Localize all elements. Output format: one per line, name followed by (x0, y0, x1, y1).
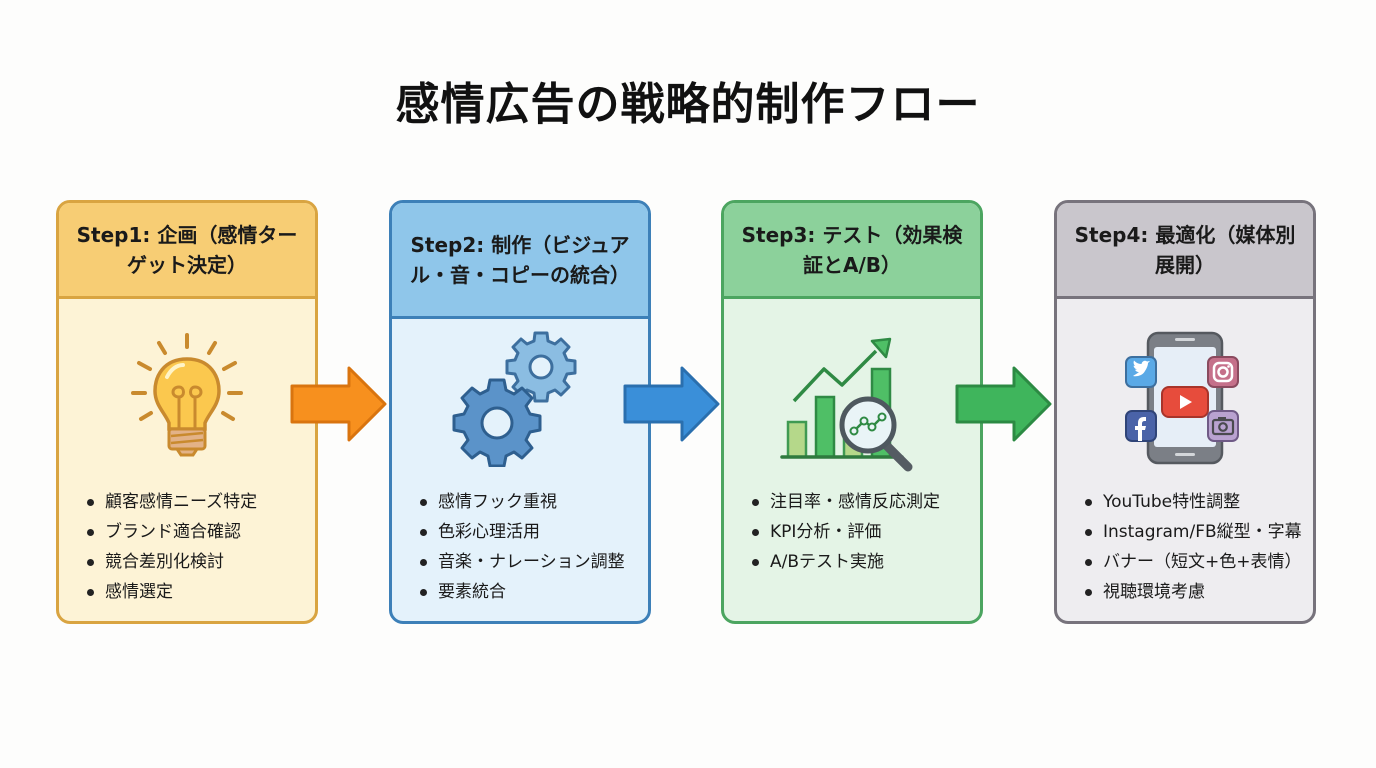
step4-bullets: YouTube特性調整 Instagram/FB縦型・字幕 バナー（短文+色+表… (1083, 487, 1302, 607)
step4-heading: Step4: 最適化（媒体別展開） (1057, 203, 1313, 299)
instagram-icon (1207, 356, 1239, 388)
arrow-right-icon (623, 366, 720, 442)
bullet-item: KPI分析・評価 (750, 517, 940, 547)
step1-card: Step1: 企画（感情ターゲット決定） 顧客感情ニーズ特定 (56, 200, 318, 624)
bullet-item: Instagram/FB縦型・字幕 (1083, 517, 1302, 547)
step4-card: Step4: 最適化（媒体別展開） (1054, 200, 1316, 624)
bullet-item: 感情フック重視 (418, 487, 625, 517)
bullet-item: 感情選定 (85, 577, 257, 607)
step1-heading: Step1: 企画（感情ターゲット決定） (59, 203, 315, 299)
bullet-item: ブランド適合確認 (85, 517, 257, 547)
bullet-item: 視聴環境考慮 (1083, 577, 1302, 607)
lightbulb-icon (59, 331, 315, 459)
step3-card: Step3: テスト（効果検証とA/B） 注目率・感情反応測定 KPI分析・評価… (721, 200, 983, 624)
camera-icon (1207, 410, 1239, 442)
bullet-item: YouTube特性調整 (1083, 487, 1302, 517)
gears-icon (392, 327, 648, 467)
step2-bullets: 感情フック重視 色彩心理活用 音楽・ナレーション調整 要素統合 (418, 487, 625, 607)
page-title: 感情広告の戦略的制作フロー (395, 79, 981, 130)
bullet-item: バナー（短文+色+表情） (1083, 547, 1302, 577)
chart-magnifier-icon (724, 327, 980, 475)
bullet-item: 音楽・ナレーション調整 (418, 547, 625, 577)
step2-card: Step2: 制作（ビジュアル・音・コピーの統合） 感情フック重視 色彩心理活用… (389, 200, 651, 624)
arrow-right-icon (955, 366, 1052, 442)
bullet-item: 要素統合 (418, 577, 625, 607)
twitter-icon (1125, 356, 1157, 388)
bullet-item: 競合差別化検討 (85, 547, 257, 577)
bullet-item: 注目率・感情反応測定 (750, 487, 940, 517)
bullet-item: 顧客感情ニーズ特定 (85, 487, 257, 517)
step1-bullets: 顧客感情ニーズ特定 ブランド適合確認 競合差別化検討 感情選定 (85, 487, 257, 607)
step3-heading: Step3: テスト（効果検証とA/B） (724, 203, 980, 299)
bullet-item: 色彩心理活用 (418, 517, 625, 547)
arrow-right-icon (290, 366, 387, 442)
step2-heading: Step2: 制作（ビジュアル・音・コピーの統合） (392, 203, 648, 319)
facebook-icon (1125, 410, 1157, 442)
bullet-item: A/Bテスト実施 (750, 547, 940, 577)
smartphone-social-icon (1057, 329, 1313, 469)
step3-bullets: 注目率・感情反応測定 KPI分析・評価 A/Bテスト実施 (750, 487, 940, 577)
youtube-icon (1161, 386, 1209, 418)
